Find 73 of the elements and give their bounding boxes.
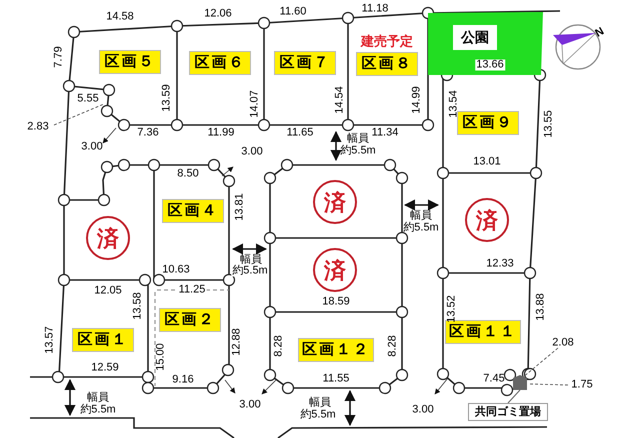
- dimension-label: 11.65: [286, 128, 314, 138]
- dimension-label: 13.59: [162, 83, 172, 113]
- dimension-label: 8.28: [274, 334, 284, 358]
- dimension-label: 12.05: [93, 286, 123, 296]
- dimension-label: 12.06: [203, 8, 233, 20]
- dimension-label: 1.75: [570, 380, 594, 390]
- dimension-label: 2.08: [551, 338, 575, 348]
- dimension-label: 13.55: [544, 109, 554, 139]
- dimension-label: 15.00: [156, 342, 166, 372]
- dimension-label: 13.88: [536, 292, 546, 322]
- dimension-label: 幅員: [308, 398, 332, 408]
- lot-label: 区画４: [162, 199, 224, 223]
- dimension-label: 11.60: [278, 6, 308, 18]
- dimension-label: 11.18: [360, 4, 390, 14]
- dimension-label: 13.57: [44, 325, 56, 355]
- lot-label: 区画６: [189, 51, 251, 75]
- dimension-label: 12.59: [90, 362, 120, 374]
- sold-stamp: 済: [313, 248, 357, 292]
- dimension-label: 約5.5m: [402, 222, 440, 234]
- dimension-label: 約5.5m: [79, 404, 117, 416]
- dimension-label: 幅員: [409, 210, 433, 222]
- dimension-label: 13.66: [475, 60, 505, 70]
- lot-label: 区画１２: [298, 338, 374, 362]
- dimension-label: 18.59: [321, 296, 351, 308]
- dimension-label: 幅員: [86, 392, 110, 404]
- dimension-label: 14.58: [105, 12, 135, 22]
- dimension-label: 幅員: [240, 254, 263, 266]
- dimension-label: 3.00: [240, 146, 264, 158]
- dimension-label: 約5.5m: [299, 410, 337, 420]
- dimension-label: 13.54: [448, 89, 460, 119]
- dimension-label: 2.83: [26, 122, 50, 132]
- dimension-label: 約5.5m: [339, 146, 377, 156]
- lot-label: 区画５: [99, 50, 161, 74]
- dimension-label: 11.25: [178, 284, 206, 296]
- dimension-label: 7.79: [54, 45, 64, 69]
- park-label: 公園: [453, 25, 497, 50]
- lot-label: 区画８: [356, 52, 418, 76]
- lot-label: 区画２: [159, 308, 221, 332]
- dimension-label: 3.00: [80, 142, 104, 152]
- dimension-label: 11.55: [322, 374, 350, 384]
- dimension-label: 13.81: [234, 192, 246, 222]
- dimension-label: 9.16: [171, 374, 195, 386]
- dimension-label: 7.36: [136, 128, 160, 138]
- sale-note: 建売予定: [361, 32, 413, 50]
- callout-label: 共同ゴミ置場: [468, 403, 548, 421]
- dimension-label: 11.34: [370, 128, 400, 138]
- dimension-label: 幅員: [346, 134, 370, 144]
- leader-line: [508, 390, 520, 404]
- dimension-label: 8.28: [388, 334, 398, 358]
- garbage-area: [513, 375, 527, 390]
- dimension-label: 14.07: [250, 89, 260, 119]
- dimension-label: 12.88: [232, 327, 242, 357]
- dimension-label: 3.00: [238, 400, 262, 410]
- dimension-label: 3.00: [411, 404, 435, 416]
- dimension-label: 8.50: [176, 168, 200, 180]
- dimension-label: 7.45: [482, 374, 506, 384]
- dimension-label: 5.55: [76, 94, 100, 104]
- lot-label: 区画７: [274, 51, 336, 75]
- park-area: [428, 12, 543, 75]
- dimension-label: 11.99: [206, 128, 236, 138]
- dimension-label: 13.58: [132, 291, 144, 321]
- sold-stamp: 済: [465, 198, 509, 242]
- dimension-label: 約5.5m: [231, 266, 269, 276]
- lot-label: 区画１: [72, 328, 134, 352]
- lot-label: 区画９: [457, 111, 519, 135]
- dimension-label: 12.33: [485, 258, 515, 270]
- dimension-label: 14.54: [334, 85, 346, 115]
- sold-stamp: 済: [313, 180, 357, 224]
- dimension-label: N: [592, 26, 608, 40]
- dimension-label: 13.01: [472, 156, 502, 168]
- sold-stamp: 済: [86, 216, 130, 260]
- dimension-label: 14.99: [412, 85, 422, 115]
- dimension-label: 10.63: [161, 264, 191, 276]
